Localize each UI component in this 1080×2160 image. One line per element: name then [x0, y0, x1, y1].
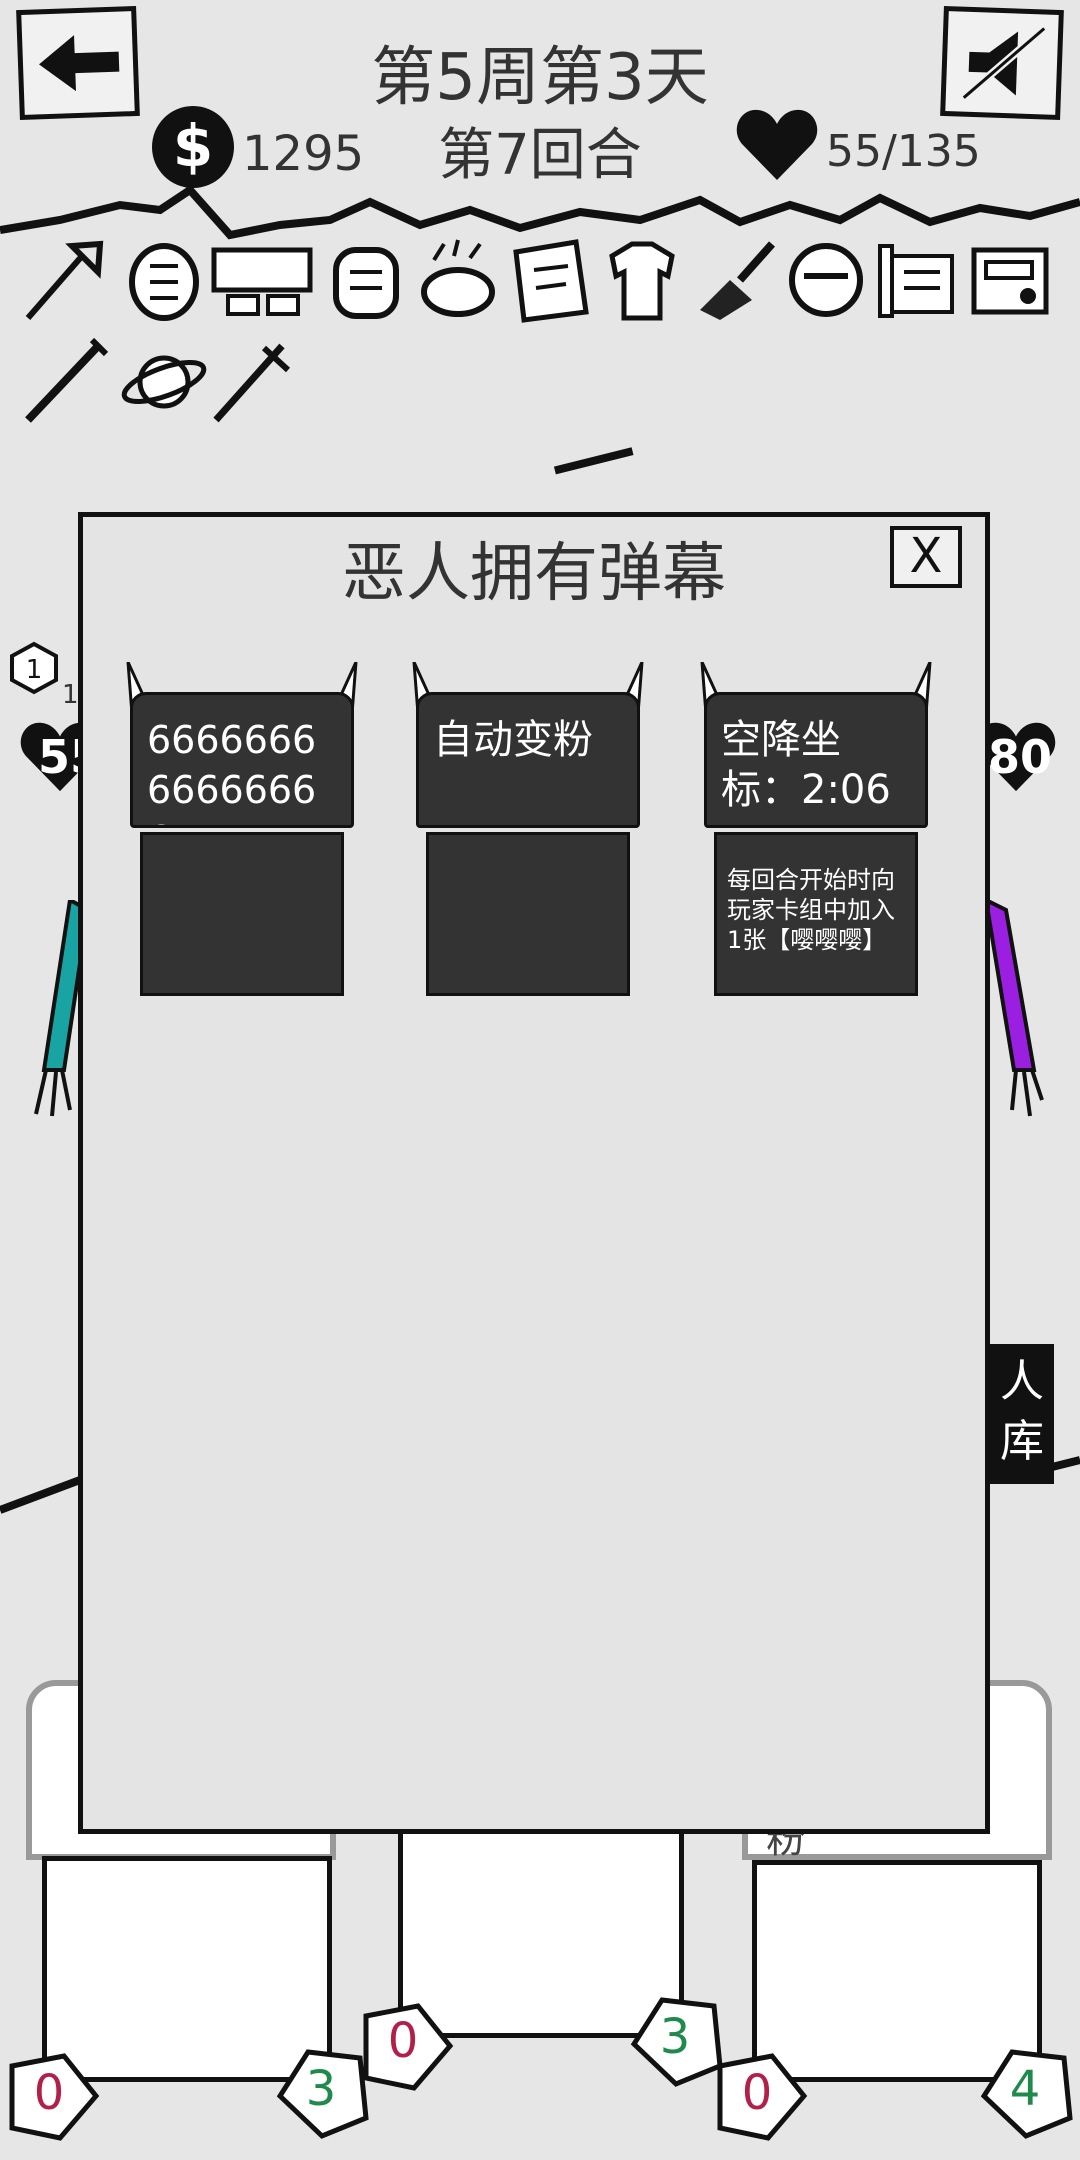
relic-row-2 — [22, 336, 322, 432]
card-1-left-badge — [9, 2053, 100, 2141]
card-3-right-value: 4 — [1009, 2061, 1041, 2117]
lower-edge-line — [0, 1456, 1080, 1514]
card-2-left-badge — [363, 2003, 454, 2091]
mute-button[interactable] — [940, 5, 1064, 121]
heart-icon — [736, 109, 818, 180]
board-relic-icon[interactable] — [208, 236, 318, 324]
close-icon: X — [909, 528, 943, 584]
hand-card-1[interactable] — [42, 1856, 332, 2082]
week-day-label: 第5周第3天 — [371, 41, 709, 115]
danmaku-card-description — [426, 832, 630, 996]
enemy-intent-icon: 1 — [10, 641, 58, 695]
svg-text:1: 1 — [26, 655, 43, 685]
svg-text:$: $ — [173, 112, 213, 180]
danmaku-card-description: 每回合开始时向玩家卡组中加入1张【嘤嘤嘤】 — [714, 832, 918, 996]
card-1-left-value: 0 — [33, 2065, 65, 2121]
back-button[interactable] — [16, 5, 140, 121]
sound-muted-icon — [961, 25, 1047, 101]
danmaku-card-title: 空降坐标：2:06 — [704, 692, 928, 828]
danmaku-card-3[interactable]: 空降坐标：2:06 每回合开始时向玩家卡组中加入1张【嘤嘤嘤】 — [700, 652, 932, 996]
pot-relic-icon[interactable] — [322, 236, 410, 324]
player-hp-value: 55/135 — [826, 126, 981, 177]
danmaku-card-1[interactable]: 666666666666666 — [126, 652, 358, 996]
right-pile-badge[interactable]: 人 库 — [990, 1344, 1054, 1484]
hand-card-2[interactable] — [398, 1820, 684, 2038]
right-pile-label-bottom: 库 — [1000, 1416, 1044, 1467]
danmaku-card-description — [140, 832, 344, 996]
shirt-relic-icon[interactable] — [598, 236, 686, 324]
card-3-right-badge — [980, 2049, 1073, 2139]
relic-row-1 — [22, 236, 1062, 332]
card-2-right-value: 3 — [659, 2009, 691, 2065]
coin-stack-relic-icon[interactable] — [414, 236, 502, 324]
scroll-relic-icon[interactable] — [874, 236, 962, 324]
hand-card-3[interactable] — [752, 1860, 1042, 2082]
paper-relic-icon[interactable] — [506, 236, 594, 324]
right-enemy-hp: 80 — [988, 730, 1053, 784]
horn-relic-icon[interactable] — [22, 236, 110, 324]
knife-relic-icon[interactable] — [22, 336, 110, 424]
round-label: 第7回合 — [438, 123, 642, 188]
right-enemy-arm — [984, 900, 1044, 1117]
card-2-right-badge — [630, 1997, 723, 2087]
card-1-right-badge — [276, 2049, 369, 2139]
torn-paper-edge — [0, 184, 1080, 240]
card-3-left-badge — [717, 2053, 808, 2141]
close-button[interactable]: X — [890, 526, 962, 588]
radio-relic-icon[interactable] — [966, 236, 1054, 324]
right-enemy-heart-icon — [976, 722, 1056, 792]
bowl-relic-icon[interactable] — [782, 236, 870, 324]
enemy-intent-value: 1 — [62, 680, 79, 710]
bread-relic-icon[interactable] — [120, 236, 208, 324]
arrow-left-icon — [39, 35, 120, 92]
dollar-coin-icon: $ — [152, 106, 234, 188]
danmaku-card-2[interactable]: 自动变粉 — [412, 652, 644, 996]
sword-relic-icon[interactable] — [208, 336, 296, 424]
card-3-left-value: 0 — [741, 2065, 773, 2121]
brush-relic-icon[interactable] — [690, 236, 778, 324]
card-2-left-value: 0 — [387, 2013, 419, 2069]
danmaku-card-title: 自动变粉 — [416, 692, 640, 828]
card-1-right-value: 3 — [305, 2061, 337, 2117]
right-pile-label-top: 人 — [1000, 1356, 1044, 1407]
danmaku-card-title: 666666666666666 — [130, 692, 354, 828]
planet-relic-icon[interactable] — [120, 336, 208, 424]
dialog-title: 恶人拥有弹幕 — [342, 537, 726, 611]
money-value: 1295 — [242, 126, 365, 182]
